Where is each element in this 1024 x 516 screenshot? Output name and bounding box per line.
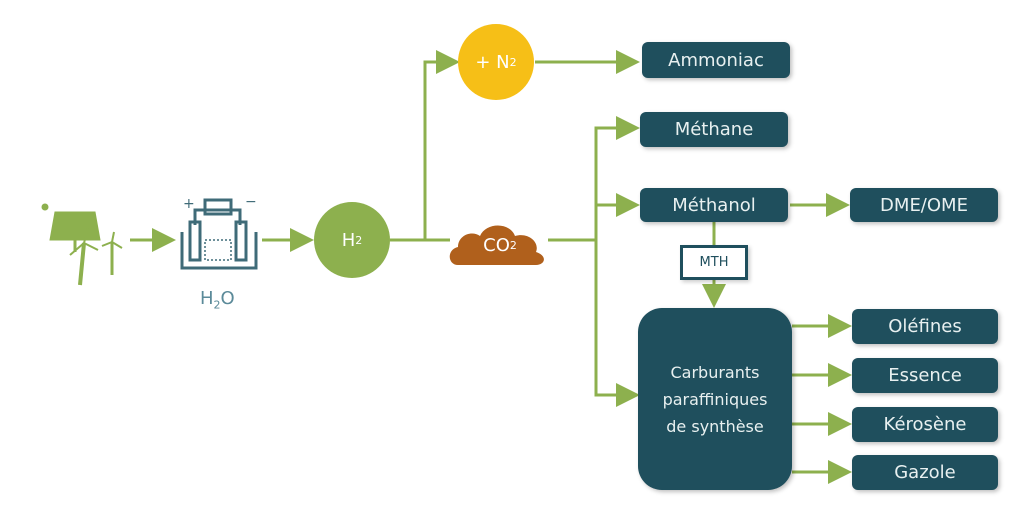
dme-ome-box: DME/OME: [850, 188, 998, 222]
methanol-box: Méthanol: [640, 188, 788, 222]
carburants-line-1: Carburants: [670, 362, 760, 382]
kerosene-box: Kérosène: [852, 407, 998, 442]
carburants-box: Carburants paraffiniques de synthèse: [638, 308, 792, 490]
svg-text:−: −: [245, 194, 257, 210]
electrolyzer-icon: + −: [180, 194, 258, 270]
svg-text:+: +: [183, 196, 195, 212]
essence-box: Essence: [852, 358, 998, 393]
water-label: H2O: [200, 288, 235, 312]
ammoniac-box: Ammoniac: [642, 42, 790, 78]
solar-wind-icon: [41, 203, 123, 286]
co2-cloud-shape: [449, 225, 544, 265]
carburants-line-2: paraffiniques: [662, 389, 768, 409]
methane-box: Méthane: [640, 112, 788, 147]
carburants-line-3: de synthèse: [666, 416, 764, 436]
olefines-box: Oléfines: [852, 309, 998, 344]
gazole-box: Gazole: [852, 455, 998, 490]
mth-box: MTH: [680, 245, 748, 280]
